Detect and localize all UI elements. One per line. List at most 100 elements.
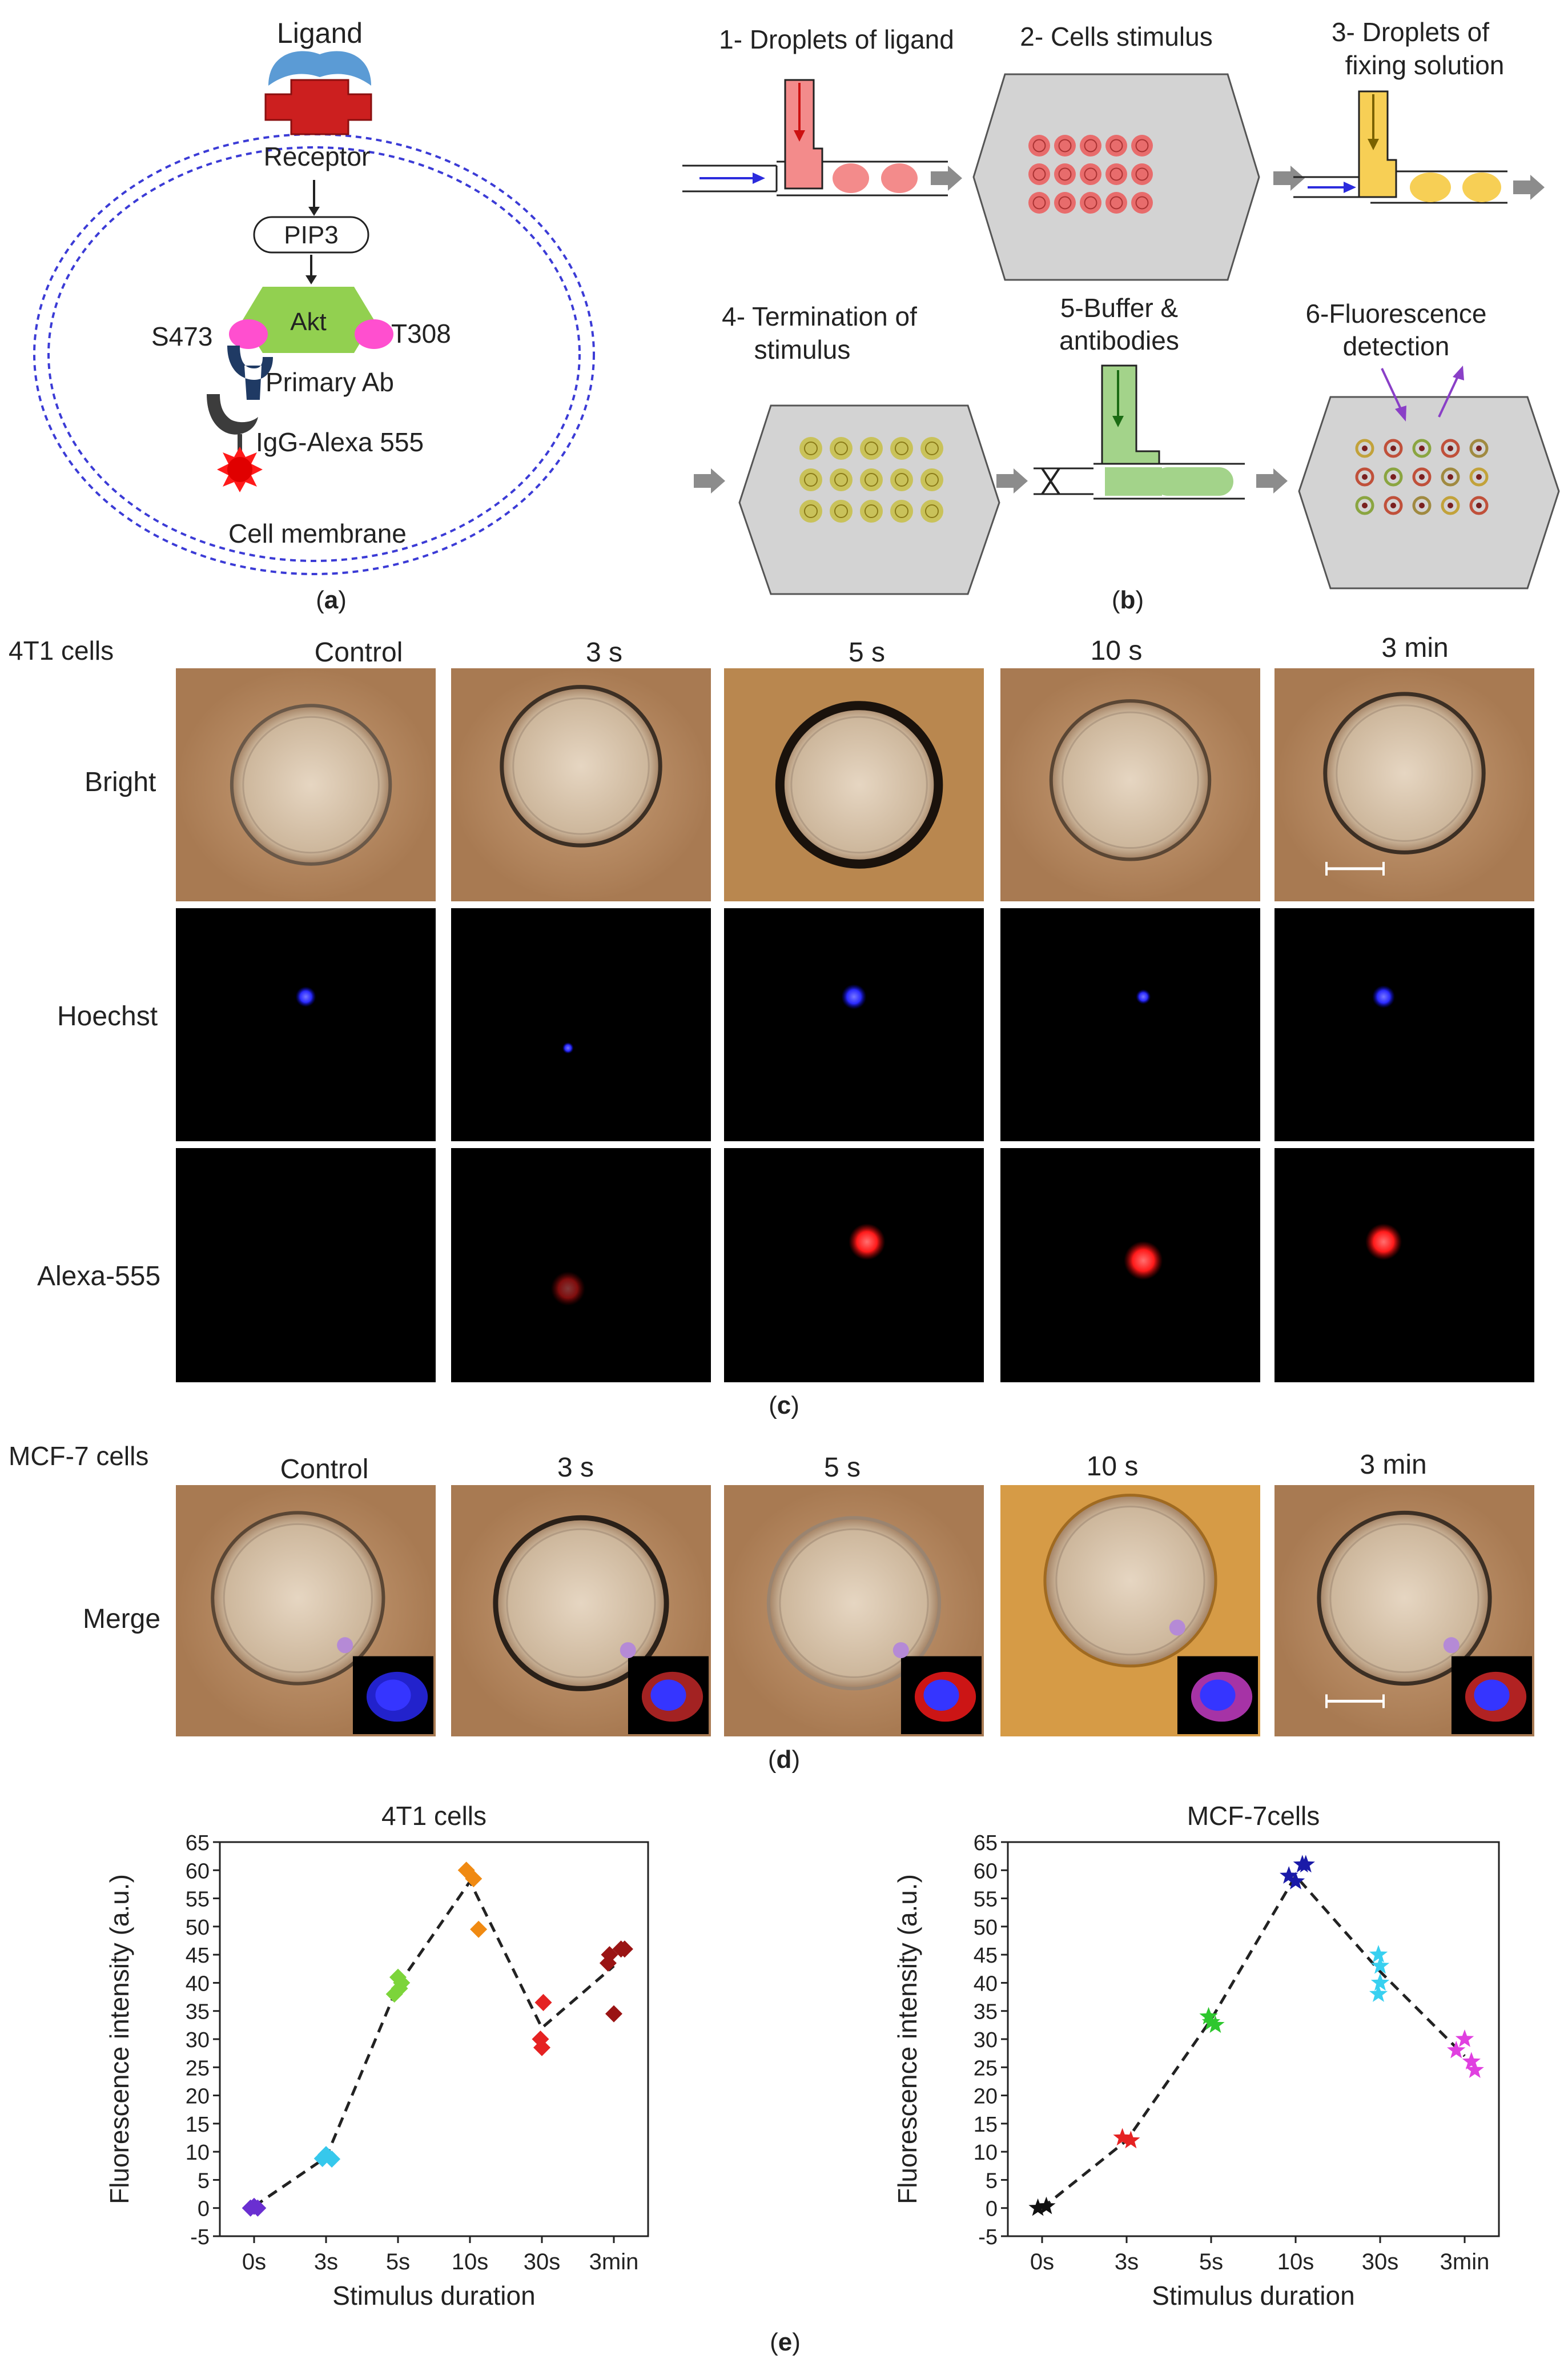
fluorescence-tile: [176, 908, 436, 1141]
data-point: [323, 2150, 341, 2168]
chip-cell-nucleus: [1084, 167, 1097, 181]
step-3-device: [1293, 90, 1507, 204]
arrowhead-1: [308, 207, 320, 216]
chip-cell: [1054, 163, 1076, 185]
x-tick-label: 30s: [524, 2249, 561, 2274]
y-tick-label: 5: [986, 2169, 998, 2193]
step-4-label-2: stimulus: [754, 335, 851, 364]
data-point: [1462, 2052, 1481, 2070]
y-tick-label: 25: [974, 2056, 998, 2080]
caption-c: (c): [769, 1391, 799, 1419]
s473-label: S473: [151, 322, 212, 351]
data-point: [1296, 1855, 1315, 1873]
panel-c-col-2: 5 s: [849, 637, 885, 668]
nucleus-spot: [1136, 989, 1151, 1005]
chip-cell-nucleus: [1448, 474, 1453, 480]
membrane-label: Cell membrane: [228, 519, 407, 548]
data-point: [1369, 1945, 1388, 1963]
chip-cell: [830, 500, 853, 523]
y-tick-label: 0: [986, 2197, 998, 2221]
microwell: [1049, 699, 1212, 861]
data-point: [249, 2199, 267, 2217]
chip-cell-nucleus: [1476, 503, 1482, 508]
panel-b-workflow: 1- Droplets of ligand 2- Cells stimulus …: [682, 17, 1560, 614]
y-tick-label: 60: [186, 1859, 210, 1883]
data-point: [1206, 2015, 1225, 2033]
data-point: [1037, 2196, 1056, 2214]
step-4-label-1: 4- Termination of: [722, 302, 917, 331]
plot-frame: [1007, 1841, 1500, 2237]
nucleus-spot: [295, 986, 316, 1008]
chip-cell-nucleus: [804, 442, 818, 455]
chart-title: MCF-7cells: [1187, 1801, 1320, 1831]
data-point: [601, 1946, 618, 1964]
panel-d-col-4: 3 min: [1360, 1450, 1426, 1480]
chip-cell: [1054, 135, 1076, 157]
x-tick-label: 3min: [589, 2249, 639, 2274]
alexa-signal: [1124, 1241, 1163, 1280]
x-tick-label: 0s: [1030, 2249, 1054, 2274]
y-tick-label: 20: [974, 2085, 998, 2109]
chip-cell-nucleus: [834, 473, 848, 487]
chip-cell: [1384, 496, 1403, 515]
s473-phospho-dot: [229, 319, 268, 349]
y-tick-label: 0: [198, 2197, 210, 2221]
chart-mcf7-fluorescence: MCF-7cells-5051015202530354045505560650s…: [892, 1801, 1500, 2310]
data-point: [1370, 1973, 1390, 1991]
secondary-antibody-shape: [207, 394, 258, 435]
chip-cell: [1080, 192, 1101, 214]
chip-cell: [1105, 163, 1127, 185]
y-tick-label: 35: [974, 2000, 998, 2024]
fluorescence-tile: [451, 908, 711, 1141]
data-point: [470, 1920, 488, 1938]
panel-d-mcf7-microscopy: MCF-7 cells Control 3 s 5 s 10 s 3 min M…: [9, 1441, 1534, 1774]
chip-cell-nucleus: [1135, 167, 1149, 181]
chip-cell: [1441, 496, 1460, 515]
data-point: [616, 1940, 633, 1958]
step-6-chip: [1298, 366, 1560, 589]
panel-c-row-hoechst: Hoechst: [57, 1001, 158, 1032]
y-tick-label: 45: [186, 1944, 210, 1968]
fluorescence-tile: [724, 1148, 984, 1382]
y-tick-label: -5: [978, 2225, 998, 2249]
chip-cell: [1355, 439, 1374, 458]
microwell: [500, 685, 662, 848]
data-point: [1465, 2060, 1484, 2078]
panel-c-row-bright: Bright: [85, 767, 156, 797]
chip-cell: [1412, 439, 1432, 458]
x-tick-label: 3min: [1440, 2249, 1490, 2274]
chip-cell: [830, 437, 853, 460]
step-5-label-1: 5-Buffer &: [1060, 293, 1178, 323]
chip-cell: [1105, 192, 1127, 214]
chip-cell: [1028, 163, 1050, 185]
chip-cell: [1131, 192, 1153, 214]
step-2-label: 2- Cells stimulus: [1020, 22, 1212, 51]
fluorescence-tile: [1274, 908, 1534, 1141]
data-point: [534, 1993, 552, 2011]
chip-cell-nucleus: [1390, 474, 1396, 480]
fluorescence-tile: [1274, 1148, 1534, 1382]
chip-cell: [830, 468, 853, 491]
merged-cell: [1443, 1637, 1460, 1654]
data-point: [465, 1870, 483, 1888]
microwell-inner-ring: [223, 1523, 373, 1674]
chip-cell-nucleus: [925, 442, 939, 455]
cell-membrane-outer: [33, 133, 595, 575]
microwell: [1043, 1494, 1217, 1668]
akt-label: Akt: [290, 308, 327, 336]
chip-cell-nucleus: [804, 473, 818, 487]
y-tick-label: 50: [186, 1916, 210, 1940]
microwell-inner-ring: [790, 716, 928, 854]
fluorescence-tile: [1000, 908, 1260, 1141]
arrowhead-2: [305, 275, 317, 284]
chip-cell-nucleus: [1390, 503, 1396, 508]
data-point: [1199, 2007, 1218, 2025]
caption-b: (b): [1112, 586, 1144, 614]
data-point: [1370, 1956, 1390, 1974]
caption-e: (e): [770, 2328, 801, 2356]
panel-c-col-4: 3 min: [1381, 633, 1448, 663]
chip-cell: [860, 468, 883, 491]
microwell-inner-ring: [1336, 704, 1473, 842]
